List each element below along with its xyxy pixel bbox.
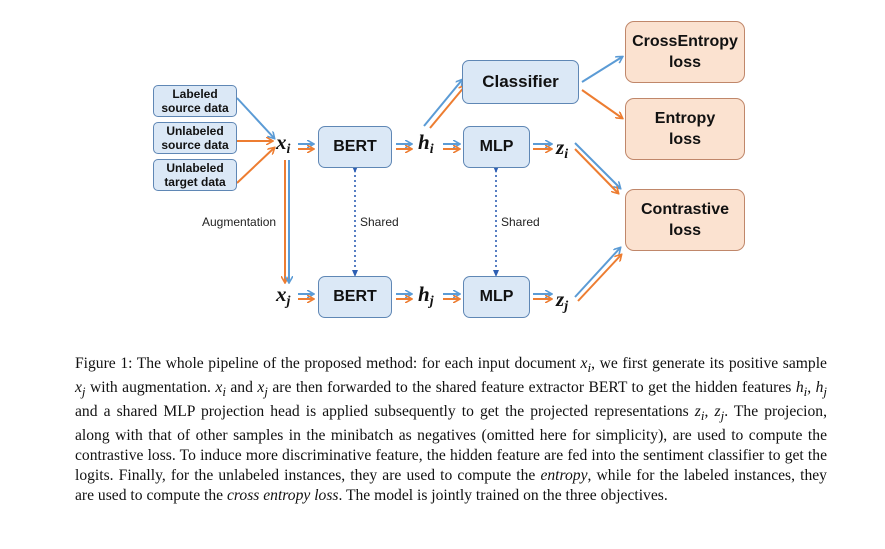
bert-box-bottom: BERT [318, 276, 392, 318]
arrow-layer [236, 0, 885, 340]
shared-mlp-label: Shared [501, 215, 540, 229]
symbol-hi: hi [418, 130, 434, 157]
augmentation-label: Augmentation [202, 215, 277, 229]
symbol-xj: xj [276, 282, 291, 309]
shared-bert-label: Shared [360, 215, 399, 229]
labeled-source-data-box: Labeled source data [153, 85, 237, 117]
figure-caption: Figure 1: The whole pipeline of the prop… [75, 355, 828, 504]
symbol-hj: hj [418, 282, 434, 309]
symbol-xi: xi [276, 130, 291, 157]
arrow-zi-contrastive-orange [574, 148, 618, 193]
arrow-labeled-to-xi [236, 97, 274, 138]
pipeline-diagram: Labeled source data Unlabeled source dat… [153, 0, 885, 340]
arrow-hi-classifier-orange [429, 86, 465, 129]
arrow-hi-classifier-blue [423, 80, 462, 127]
entropy-loss-box: Entropy loss [625, 98, 745, 160]
contrastive-loss-box: Contrastive loss [625, 189, 745, 251]
arrow-zi-contrastive-blue [574, 142, 620, 188]
symbol-zi: zi [556, 135, 569, 162]
mlp-box-top: MLP [463, 126, 530, 168]
unlabeled-target-data-box: Unlabeled target data [153, 159, 237, 191]
bert-box-top: BERT [318, 126, 392, 168]
crossentropy-loss-box: CrossEntropy loss [625, 21, 745, 83]
mlp-box-bottom: MLP [463, 276, 530, 318]
arrow-unlabeled-target-to-xi [236, 148, 274, 184]
arrow-classifier-entropy [581, 89, 622, 118]
symbol-zj: zj [556, 287, 569, 314]
classifier-box: Classifier [462, 60, 579, 104]
arrow-zj-contrastive-blue [574, 248, 620, 298]
arrow-zj-contrastive-orange [577, 255, 621, 302]
arrow-classifier-crossentropy [581, 57, 622, 83]
unlabeled-source-data-box: Unlabeled source data [153, 122, 237, 154]
